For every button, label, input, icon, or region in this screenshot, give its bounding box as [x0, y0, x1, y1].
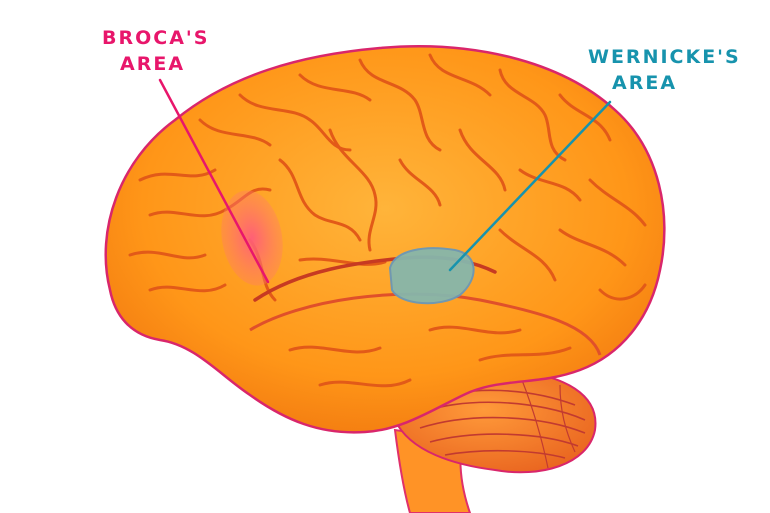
wernicke-label: WERNICKE'S AREA — [588, 46, 741, 94]
broca-area-region — [221, 190, 283, 286]
broca-label: BROCA'S AREA — [102, 27, 209, 75]
wernicke-label-line1: WERNICKE'S — [588, 46, 741, 68]
wernicke-label-line2: AREA — [612, 72, 677, 94]
wernicke-area-region — [388, 247, 475, 305]
broca-label-line2: AREA — [120, 53, 185, 75]
wernicke-pointer-line — [448, 100, 612, 272]
broca-label-line1: BROCA'S — [102, 27, 209, 49]
cerebrum — [104, 45, 666, 434]
broca-pointer-line — [158, 78, 270, 284]
